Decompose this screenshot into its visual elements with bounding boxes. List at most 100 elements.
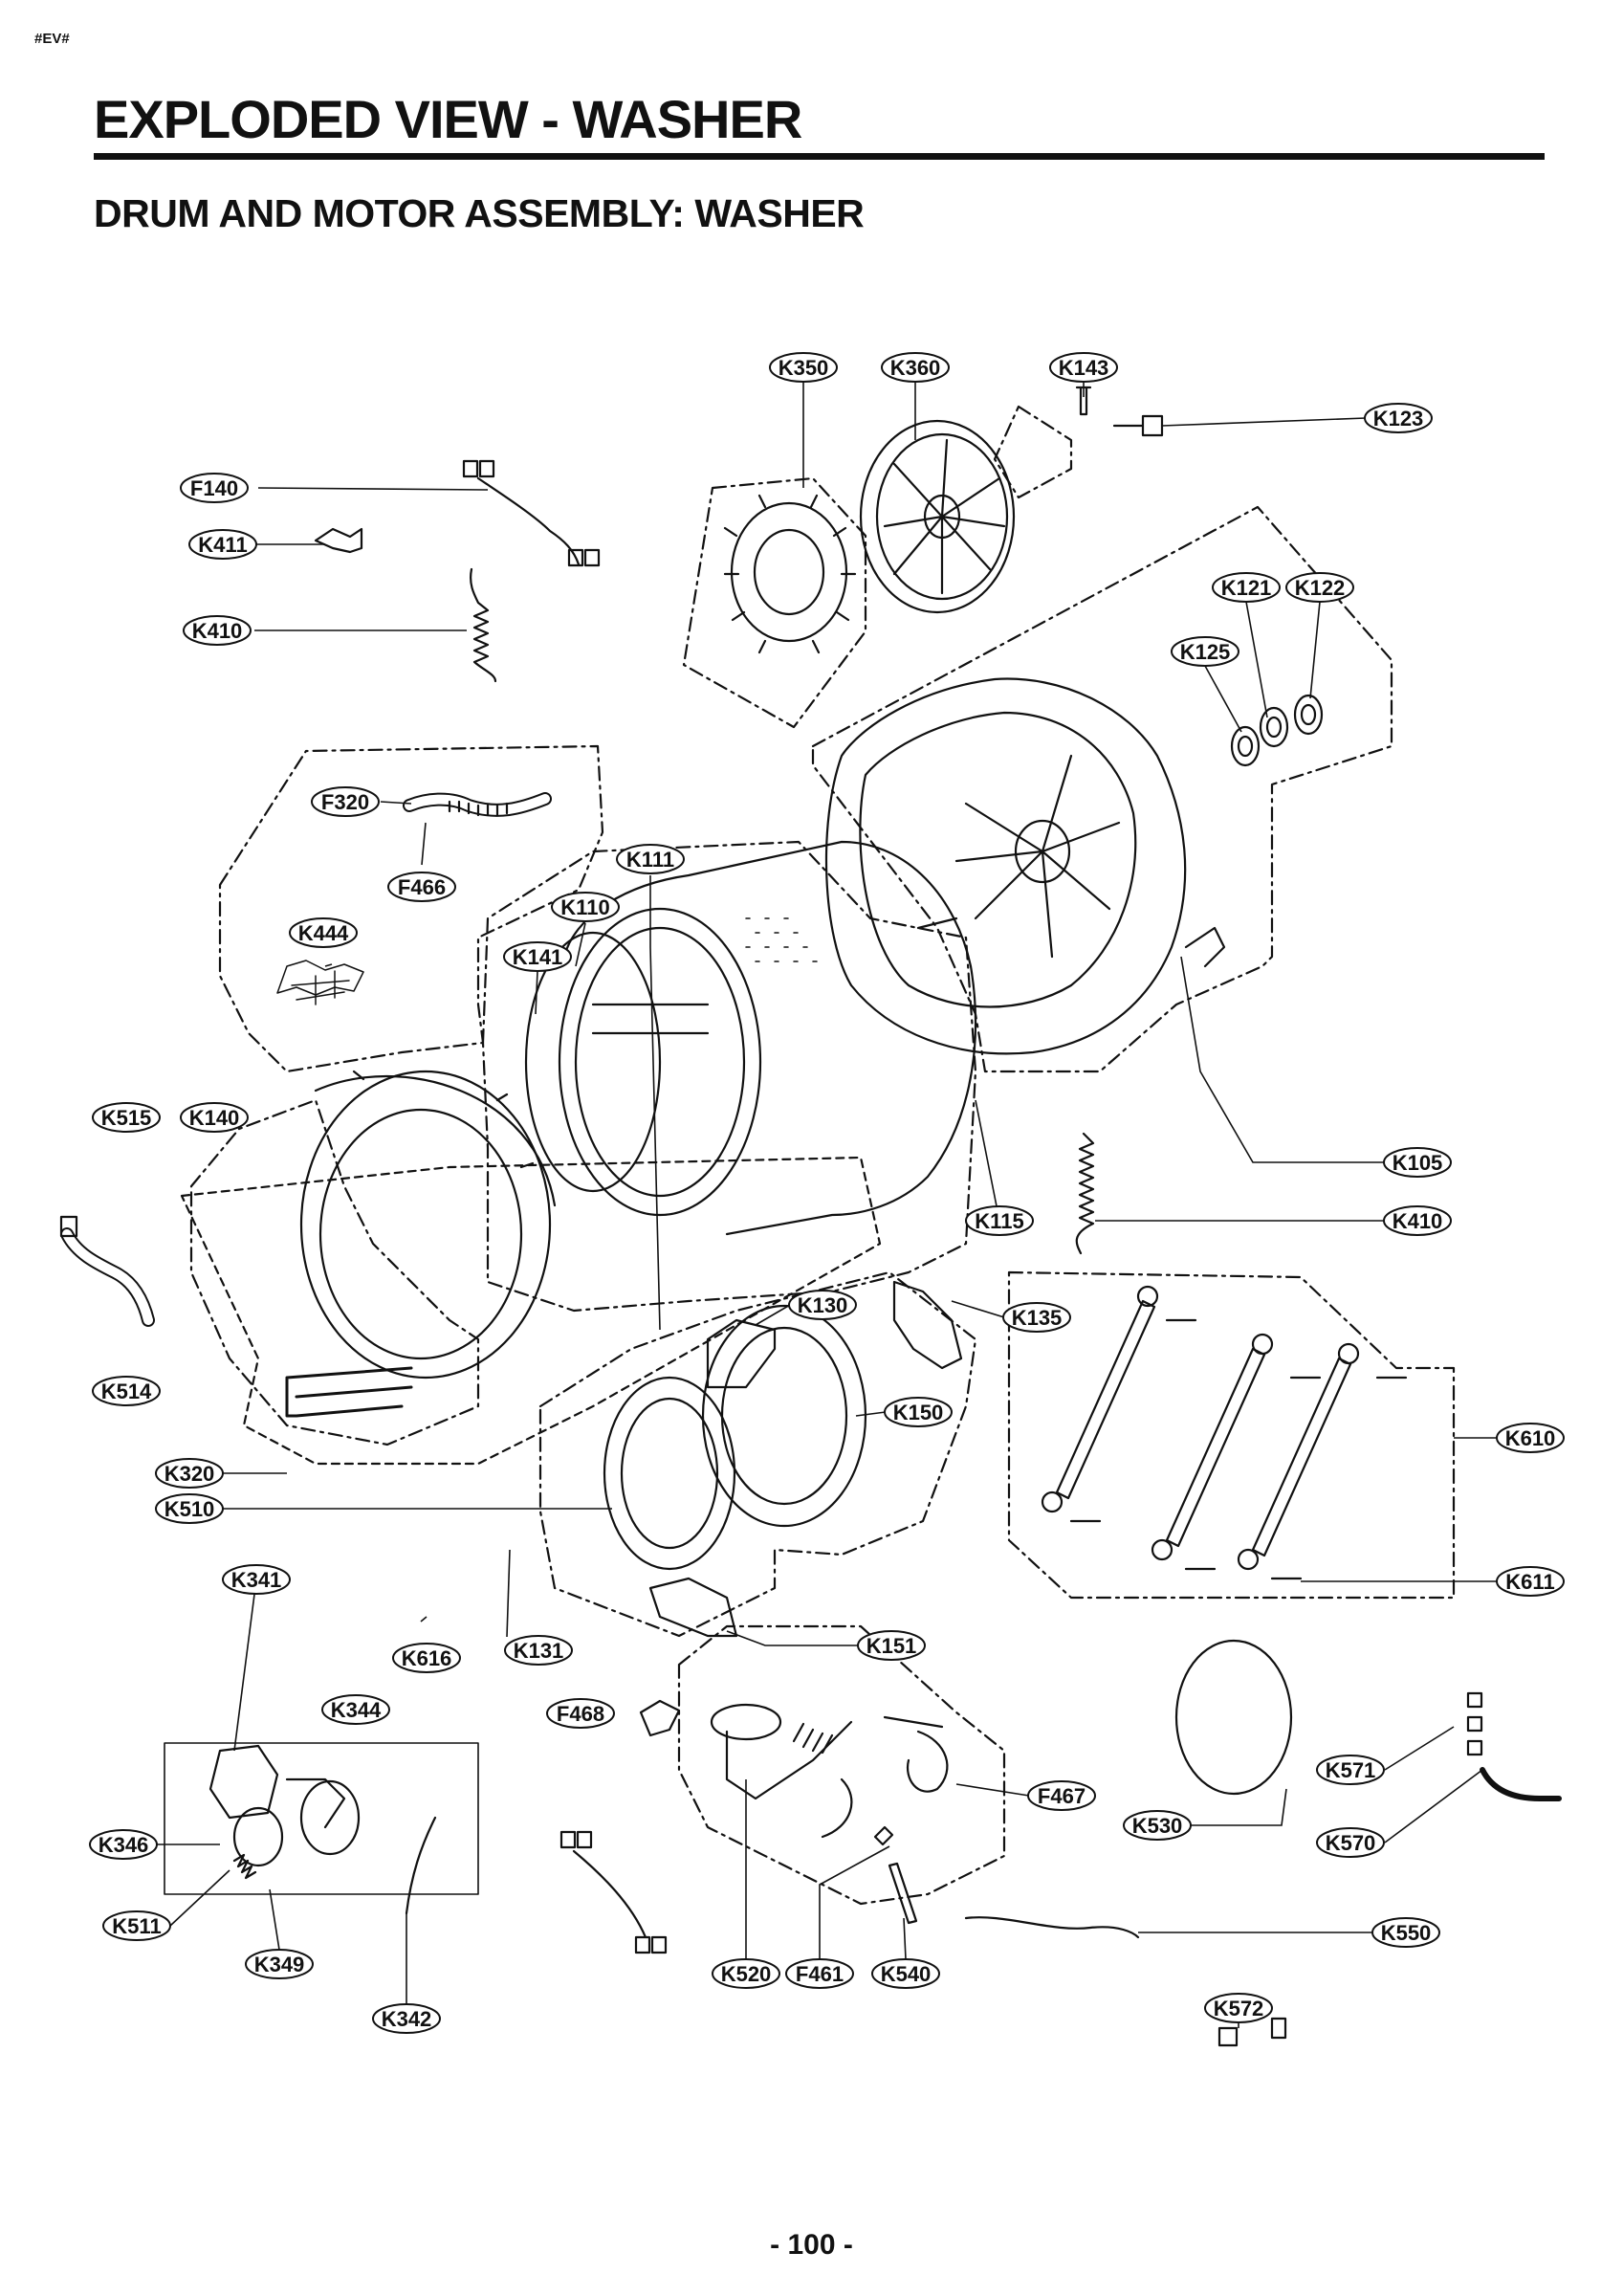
hose-part-k570	[1480, 1767, 1562, 1801]
hose-part-f320	[403, 792, 552, 817]
sensor-part-k540	[888, 1862, 918, 1925]
svg-text:K571: K571	[1326, 1758, 1376, 1782]
svg-text:K515: K515	[101, 1106, 152, 1130]
svg-text:K143: K143	[1059, 356, 1109, 380]
damper-part-2	[1151, 1333, 1274, 1561]
hinge-part-k130	[706, 1318, 777, 1389]
callout-F320: F320	[311, 786, 380, 817]
svg-text:F140: F140	[190, 476, 238, 500]
callout-K344: K344	[321, 1694, 390, 1725]
svg-text:K121: K121	[1221, 576, 1272, 600]
svg-text:K520: K520	[721, 1962, 772, 1986]
callout-K570: K570	[1316, 1827, 1385, 1858]
spring-part-k410-right	[1075, 1132, 1095, 1255]
svg-text:K341: K341	[231, 1568, 282, 1592]
svg-text:K135: K135	[1012, 1306, 1063, 1330]
title-rule	[94, 153, 1545, 160]
callout-K341: K341	[222, 1564, 291, 1595]
svg-text:K151: K151	[866, 1634, 917, 1658]
rotor-part	[859, 419, 1016, 614]
damper-pins	[1069, 1318, 1408, 1580]
assembly-outline-drain	[677, 1624, 1006, 1906]
callout-K131: K131	[504, 1635, 573, 1666]
inlet-part-k571	[1466, 1691, 1483, 1756]
callout-K410-right: K410	[1383, 1205, 1452, 1236]
door-frame-part-k150	[701, 1304, 867, 1528]
callout-K611: K611	[1496, 1566, 1565, 1597]
callout-K151: K151	[857, 1630, 926, 1661]
svg-text:K140: K140	[189, 1106, 240, 1130]
callout-K514: K514	[92, 1376, 161, 1406]
assembly-outline-tub-back	[811, 505, 1393, 1073]
callout-K150: K150	[884, 1397, 953, 1427]
svg-text:K111: K111	[626, 848, 674, 872]
svg-text:K320: K320	[164, 1462, 215, 1486]
wire-part-f467	[883, 1715, 949, 1793]
callout-K110: K110	[551, 892, 620, 922]
callout-K411: K411	[188, 529, 257, 560]
stator-part	[723, 494, 857, 654]
svg-text:K125: K125	[1180, 640, 1231, 664]
callout-K111: K111	[616, 844, 685, 874]
callout-K520: K520	[712, 1958, 780, 1989]
hinge-part-k135	[892, 1280, 963, 1370]
callout-K572: K572	[1204, 1993, 1273, 2023]
callout-K123: K123	[1364, 403, 1433, 433]
svg-text:F466: F466	[398, 875, 446, 899]
svg-text:K150: K150	[893, 1401, 944, 1424]
svg-text:K350: K350	[779, 356, 829, 380]
callout-K360: K360	[881, 352, 950, 383]
damper-part-1	[1041, 1285, 1159, 1513]
drum-perforation	[745, 917, 818, 962]
callout-K122: K122	[1285, 572, 1354, 603]
svg-text:K610: K610	[1505, 1426, 1556, 1450]
damper-part-3	[1237, 1342, 1360, 1571]
svg-text:K346: K346	[99, 1833, 149, 1857]
assembly-outline-pump	[538, 1270, 977, 1638]
hose-part-k515	[59, 1215, 155, 1327]
wire-harness-part-f140	[462, 459, 601, 567]
pump-part-k346	[208, 1744, 361, 1867]
callout-F468: F468	[546, 1698, 615, 1729]
svg-text:K611: K611	[1505, 1570, 1554, 1594]
callout-K349: K349	[245, 1949, 314, 1979]
drum-part	[558, 840, 977, 1236]
svg-text:K342: K342	[382, 2007, 432, 2031]
spring-part-k511	[232, 1853, 257, 1880]
svg-text:K115: K115	[975, 1209, 1023, 1233]
callout-K140: K140	[180, 1102, 249, 1133]
callout-K510: K510	[155, 1493, 224, 1524]
callout-K530: K530	[1123, 1810, 1192, 1841]
assembly-outline-door	[1007, 1270, 1456, 1600]
callout-K135: K135	[1002, 1302, 1071, 1333]
callout-K410-top: K410	[183, 615, 252, 646]
assembly-outline-motor	[682, 405, 1073, 729]
page-title: EXPLODED VIEW - WASHER	[94, 89, 802, 149]
svg-text:K131: K131	[514, 1639, 564, 1663]
callout-K571: K571	[1316, 1755, 1385, 1785]
clamp-part-k530	[1174, 1639, 1293, 1796]
callout-K121: K121	[1212, 572, 1281, 603]
callout-K540: K540	[871, 1958, 940, 1989]
svg-text:K514: K514	[101, 1380, 152, 1403]
rear-tub-part	[824, 677, 1226, 1055]
callout-K342: K342	[372, 2003, 441, 2034]
svg-text:K511: K511	[112, 1914, 161, 1938]
callout-K550: K550	[1371, 1917, 1440, 1948]
svg-text:F468: F468	[557, 1702, 604, 1726]
callout-K143: K143	[1049, 352, 1118, 383]
callout-K350: K350	[769, 352, 838, 383]
svg-text:K344: K344	[331, 1698, 382, 1722]
svg-text:K510: K510	[164, 1497, 215, 1521]
callout-K115: K115	[965, 1205, 1034, 1236]
heater-part-k320	[285, 1366, 413, 1418]
svg-text:K130: K130	[798, 1293, 848, 1317]
assembly-outline-gasket	[189, 1098, 480, 1446]
callout-F140: F140	[180, 473, 249, 503]
wire-bundle-part-k444	[276, 960, 364, 1005]
svg-text:K105: K105	[1393, 1151, 1443, 1175]
pump-box-outline	[164, 1742, 479, 1895]
callout-K320: K320	[155, 1458, 224, 1489]
svg-text:K540: K540	[881, 1962, 932, 1986]
callout-K125: K125	[1171, 636, 1239, 667]
